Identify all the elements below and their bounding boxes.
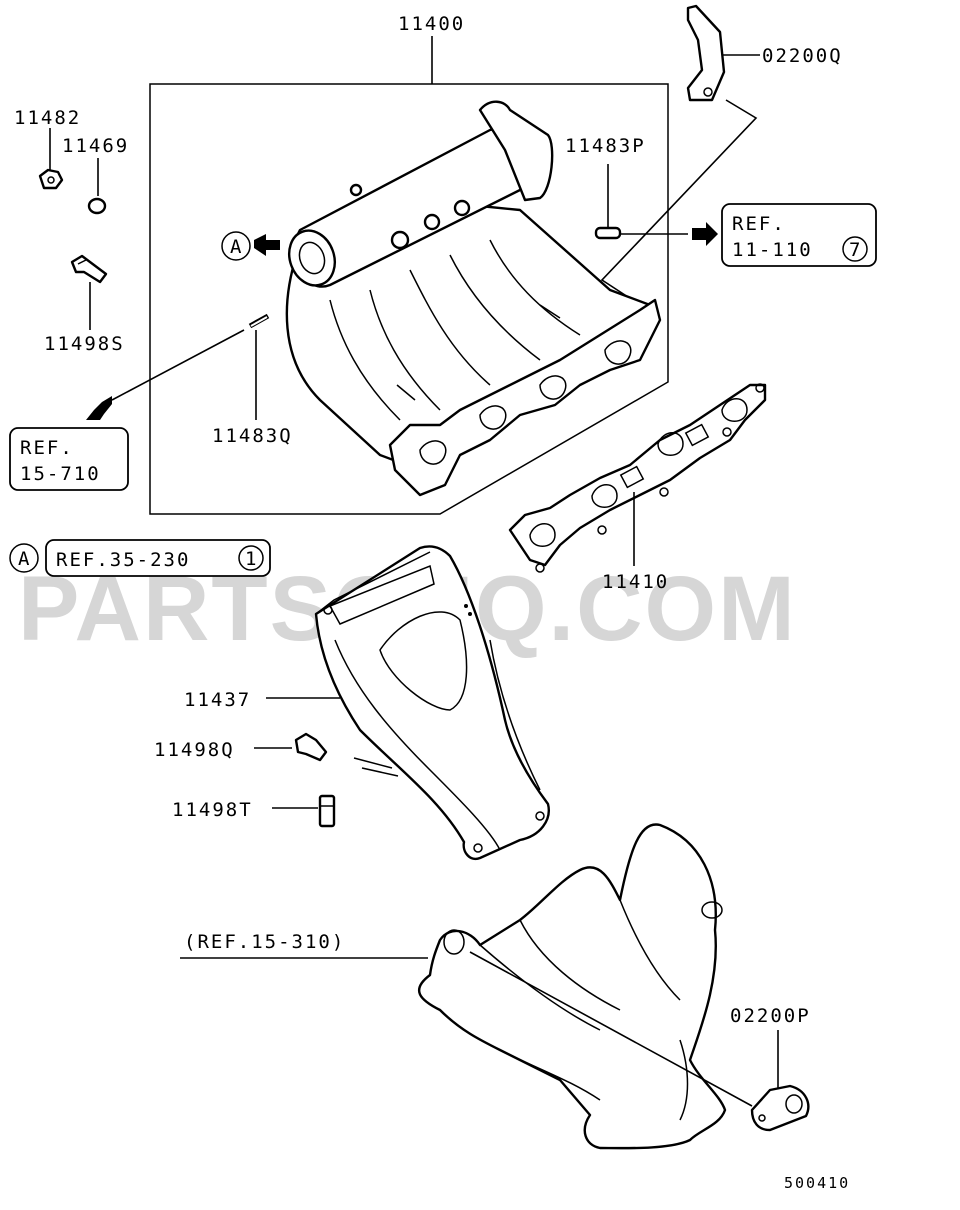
stay-bolt-shafts [353,757,399,777]
ref-15-710-line2: 15-710 [20,463,101,485]
intake-manifold-frame [149,83,669,515]
intake-manifold-11400[interactable] [282,100,662,497]
marker-a-top-text: A [230,236,243,258]
washer-11469[interactable] [87,197,107,215]
label-11498Q[interactable]: 11498Q [154,739,235,761]
ref-box-35-230[interactable]: REF.35-230 1 [45,539,271,577]
label-02200Q[interactable]: 02200Q [762,45,843,67]
manifold-stay-11437[interactable] [314,545,550,861]
bracket-02200P[interactable] [750,1084,810,1132]
leader-ref-15-710 [111,329,245,401]
leader-02200P [469,951,753,1107]
arrow-marker-a [254,234,280,256]
ref-11-110-line2: 11-110 [732,239,813,261]
exhaust-manifold[interactable] [417,823,727,1150]
marker-a-bottom-text: A [18,548,31,570]
leader-02200Q-mount [600,99,758,298]
label-11410[interactable]: 11410 [602,571,669,593]
ref-11-110-line1: REF. [732,213,786,235]
bolt-11498Q[interactable] [294,732,328,762]
arrow-ref-15-710 [86,396,112,420]
ref-15-710-line1: REF. [20,437,74,459]
nut-11482[interactable] [38,168,64,190]
ref-11-110-circle: 7 [849,239,862,261]
label-11469[interactable]: 11469 [62,135,129,157]
ref-35-230-circle: 1 [245,548,258,570]
marker-a-bottom[interactable]: A [9,543,39,573]
ref-35-230-text: REF.35-230 [56,549,190,571]
label-02200P[interactable]: 02200P [730,1005,811,1027]
label-11483P[interactable]: 11483P [565,135,646,157]
label-11400[interactable]: 11400 [398,13,465,35]
label-11437[interactable]: 11437 [184,689,251,711]
label-ref-15-310[interactable]: (REF.15-310) [184,931,345,953]
gasket-11410[interactable] [508,383,767,573]
bolt-11498T[interactable] [318,794,336,828]
label-11483Q[interactable]: 11483Q [212,425,293,447]
ref-box-11-110[interactable]: REF. 11-110 7 [721,203,877,267]
bracket-02200Q[interactable] [686,4,726,102]
ref-box-15-710[interactable]: REF. 15-710 [9,427,129,491]
label-11482[interactable]: 11482 [14,107,81,129]
label-11498S[interactable]: 11498S [44,333,125,355]
bolt-11498S[interactable] [70,254,108,284]
arrow-ref-11-110 [692,222,718,246]
label-11498T[interactable]: 11498T [172,799,253,821]
dowel-pin-11483P[interactable] [594,226,622,240]
dowel-pin-11483Q[interactable] [248,313,270,329]
figure-id: 500410 [784,1174,850,1192]
marker-a-top[interactable]: A [221,231,251,261]
